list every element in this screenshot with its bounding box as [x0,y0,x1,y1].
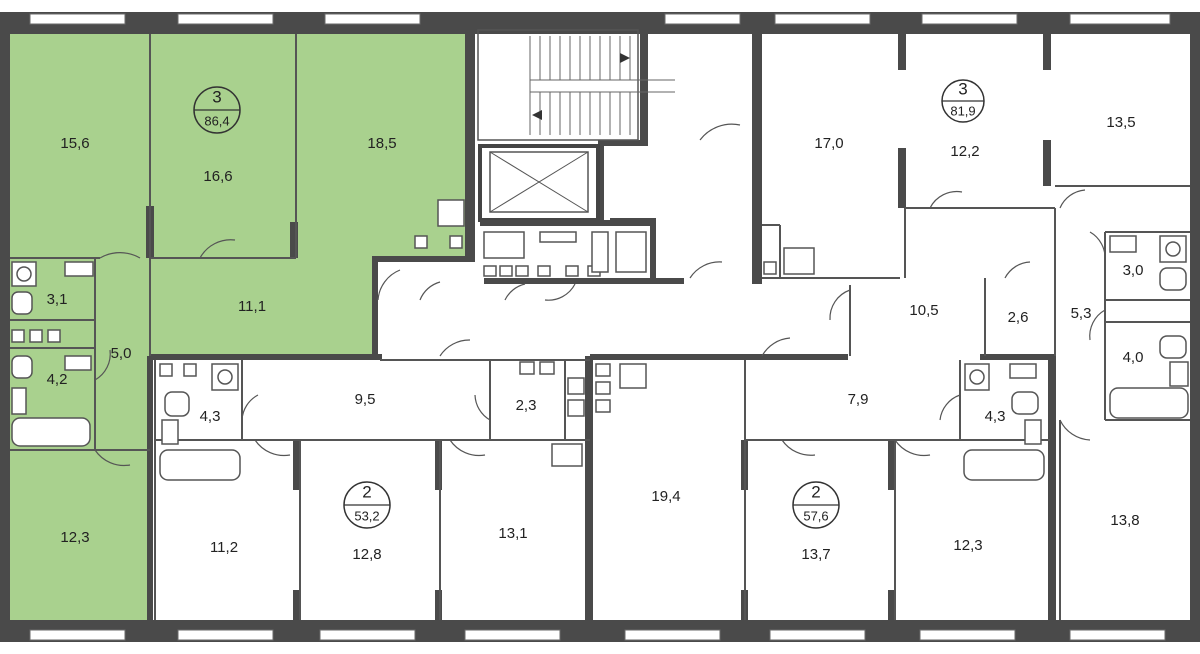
room-area-label: 5,0 [111,345,132,362]
room-area-label: 5,3 [1071,305,1092,322]
room-area-label: 10,5 [909,302,938,319]
room-area-label: 19,4 [651,488,680,505]
room-area-label: 11,1 [238,298,266,315]
room-area-label: 18,5 [367,135,396,152]
elevator-shaft [478,144,650,226]
room-area-label: 12,8 [352,546,381,563]
badge-rooms: 3 [212,87,221,106]
room-area-label: 12,3 [60,529,89,546]
room-area-label: 12,2 [950,143,979,160]
apartment-badge-3-86[interactable]: 3 86,4 [193,86,241,134]
badge-rooms: 2 [811,482,820,501]
room-area-label: 4,3 [985,408,1006,425]
room-area-label: 16,6 [203,168,232,185]
room-area-label: 13,8 [1110,512,1139,529]
outer-walls [0,12,1200,642]
room-area-label: 4,3 [200,408,221,425]
room-area-label: 2,6 [1008,309,1029,326]
badge-area: 53,2 [354,508,379,523]
room-area-label: 12,3 [953,537,982,554]
selected-apartment-area[interactable] [10,34,465,622]
interior-walls [146,22,1056,626]
room-area-label: 13,1 [498,525,527,542]
room-area-label: 17,0 [814,135,843,152]
badge-area: 57,6 [803,508,828,523]
room-area-label: 7,9 [848,391,869,408]
room-area-label: 4,0 [1123,349,1144,366]
badge-area: 86,4 [204,113,229,128]
room-area-label: 4,2 [47,371,68,388]
room-area-label: 3,0 [1123,262,1144,279]
staircase [477,29,675,141]
room-area-label: 2,3 [516,397,537,414]
badge-rooms: 2 [362,482,371,501]
windows-top [29,13,1171,25]
badge-rooms: 3 [958,79,967,98]
bathroom-fixtures [11,199,1189,481]
apartment-badge-2-57[interactable]: 2 57,6 [792,481,840,529]
room-area-label: 9,5 [355,391,376,408]
apartment-badge-3-81[interactable]: 3 81,9 [941,79,985,123]
room-labels: 15,6 16,6 18,5 3,1 11,1 5,0 4,2 12,3 17,… [47,114,1144,563]
apartment-badge-2-53[interactable]: 2 53,2 [343,481,391,529]
partitions [10,34,1190,620]
windows-bottom [29,629,1166,641]
room-area-label: 13,7 [801,546,830,563]
doors [94,123,1106,467]
badge-area: 81,9 [950,103,975,118]
room-area-label: 3,1 [47,291,68,308]
room-area-label: 11,2 [210,539,238,556]
room-area-label: 15,6 [60,135,89,152]
room-area-label: 13,5 [1106,114,1135,131]
